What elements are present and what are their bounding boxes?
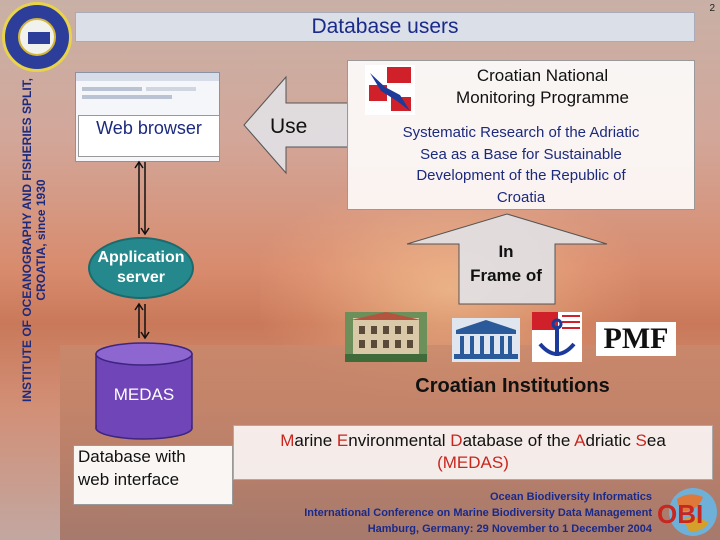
pmf-logo: PMF <box>596 322 676 356</box>
cnmp-desc-line-1: Systematic Research of the Adriatic <box>402 124 640 141</box>
browser-server-connector <box>134 160 150 236</box>
page-title: Database users <box>75 12 695 42</box>
medas-line-2: (MEDAS) <box>437 453 509 472</box>
croatian-institutions-label: Croatian Institutions <box>415 375 610 397</box>
page-number: 2 <box>709 3 715 14</box>
obi-logo-text: OBI <box>657 499 703 529</box>
institute-line-1: INSTITUTE OF OCEANOGRAPHY AND FISHERIES … <box>20 77 34 403</box>
institute-vertical-label: INSTITUTE OF OCEANOGRAPHY AND FISHERIES … <box>20 20 48 460</box>
conference-line-2: International Conference on Marine Biodi… <box>304 507 652 519</box>
server-db-connector <box>134 302 150 340</box>
web-browser-label: Web browser <box>96 118 202 138</box>
obi-logo: OBI <box>657 488 717 536</box>
medas-title: Marine Environmental Database of the Adr… <box>233 430 713 474</box>
cnmp-description: Systematic Research of the Adriatic Sea … <box>355 122 687 208</box>
institute-line-2: CROATIA, since 1930 <box>34 179 48 301</box>
cnmp-desc-line-4: Croatia <box>496 188 546 206</box>
cnmp-title-line-1: Croatian National <box>476 66 609 85</box>
conference-info: Ocean Biodiversity Informatics Internati… <box>262 489 652 537</box>
institute-logo <box>2 2 72 72</box>
db-caption: Database with web interface <box>73 445 233 505</box>
database-cylinder <box>95 342 193 440</box>
medas-line-1: Marine Environmental Database of the Adr… <box>280 431 666 450</box>
web-browser-panel <box>78 115 220 157</box>
database-label: MEDAS <box>113 385 175 404</box>
museum-building-icon <box>452 318 520 362</box>
db-caption-panel <box>73 445 233 505</box>
medas-panel <box>233 425 713 480</box>
institute-building-image <box>345 312 427 362</box>
cnmp-desc-line-2: Sea as a Base for Sustainable <box>420 145 622 163</box>
page-title-text: Database users <box>311 15 459 38</box>
conference-line-1: Ocean Biodiversity Informatics <box>490 491 652 503</box>
croatia-map-icon <box>365 65 415 115</box>
logo-seal <box>18 18 56 56</box>
in-frame-label: In Frame of <box>453 240 559 288</box>
app-server-line-2: server <box>116 269 166 286</box>
anchor-flag-icon <box>532 312 582 362</box>
db-caption-line-2: web interface <box>78 470 180 489</box>
db-caption-line-1: Database with <box>78 447 186 466</box>
in-frame-line-1: In <box>498 242 514 261</box>
app-server-line-1: Application <box>97 249 185 266</box>
logo-building-icon <box>28 32 50 44</box>
application-server-node: Application server <box>88 237 194 299</box>
cnmp-title: Croatian National Monitoring Programme <box>435 65 650 109</box>
conference-line-3: Hamburg, Germany: 29 November to 1 Decem… <box>367 523 652 535</box>
in-frame-arrow <box>406 213 608 305</box>
cnmp-title-line-2: Monitoring Programme <box>456 88 629 107</box>
in-frame-line-2: Frame of <box>470 266 542 285</box>
cnmp-desc-line-3: Development of the Republic of <box>416 167 626 184</box>
use-label: Use <box>270 115 308 138</box>
